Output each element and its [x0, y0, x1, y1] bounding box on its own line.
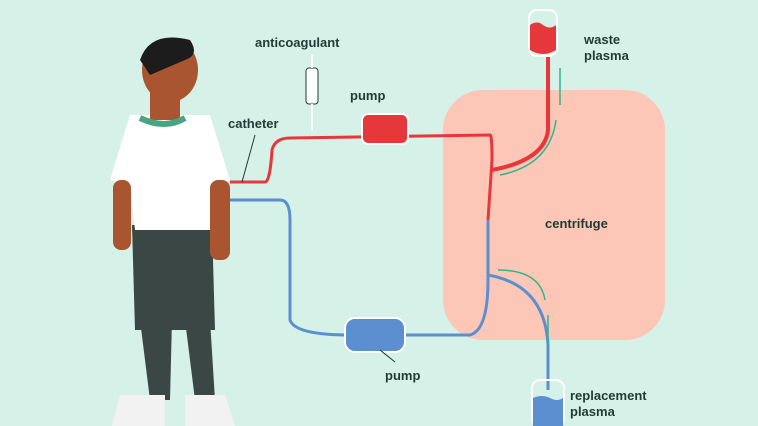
flow-arrows	[497, 68, 561, 345]
waste-plasma-label: waste plasma	[584, 32, 629, 63]
blood-return-line	[230, 198, 490, 337]
person-figure	[110, 37, 235, 426]
pump-bottom-label: pump	[385, 368, 421, 383]
pump-top	[361, 113, 409, 145]
waste-line	[491, 55, 550, 172]
waste-plasma-bag	[528, 9, 558, 57]
centrifuge-label: centrifuge	[545, 216, 608, 231]
blood-out-line	[230, 133, 494, 221]
replacement-plasma-label: replacement plasma	[570, 388, 647, 419]
anticoagulant-syringe	[305, 55, 319, 130]
catheter-label: catheter	[228, 116, 279, 131]
pump-top-label: pump	[350, 88, 386, 103]
pump-bottom	[344, 317, 406, 353]
replacement-plasma-bag	[531, 379, 565, 426]
anticoagulant-label: anticoagulant	[255, 35, 340, 50]
